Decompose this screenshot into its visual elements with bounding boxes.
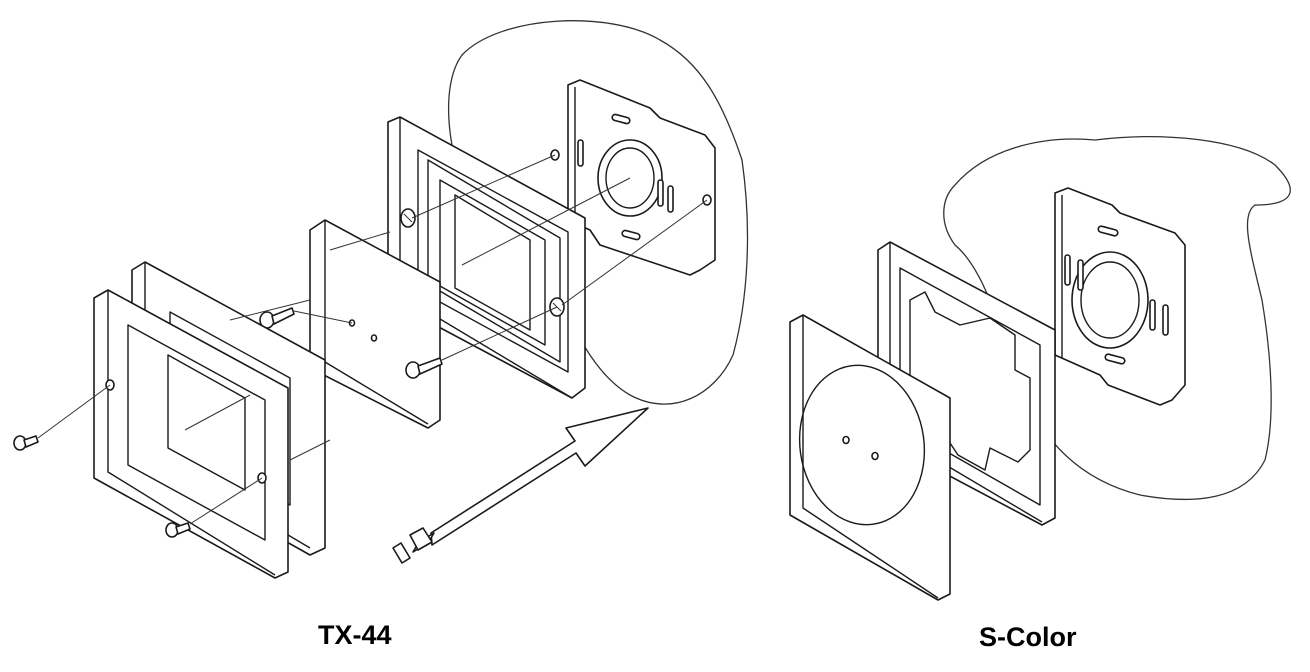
assembly-guide-lines bbox=[37, 154, 708, 525]
screw-outer-left bbox=[13, 435, 39, 451]
direction-arrow-icon bbox=[392, 407, 649, 564]
model-label-tx44: TX-44 bbox=[318, 620, 392, 650]
mounting-plate-right bbox=[1054, 187, 1186, 406]
screw-top-middle bbox=[400, 208, 416, 228]
screw-bottom-middle bbox=[405, 357, 443, 379]
screw-outer-bottom bbox=[165, 522, 191, 538]
outer-frame-left bbox=[93, 289, 289, 579]
cover-plate-right bbox=[789, 314, 951, 601]
model-label-s-color: S-Color bbox=[979, 622, 1077, 652]
